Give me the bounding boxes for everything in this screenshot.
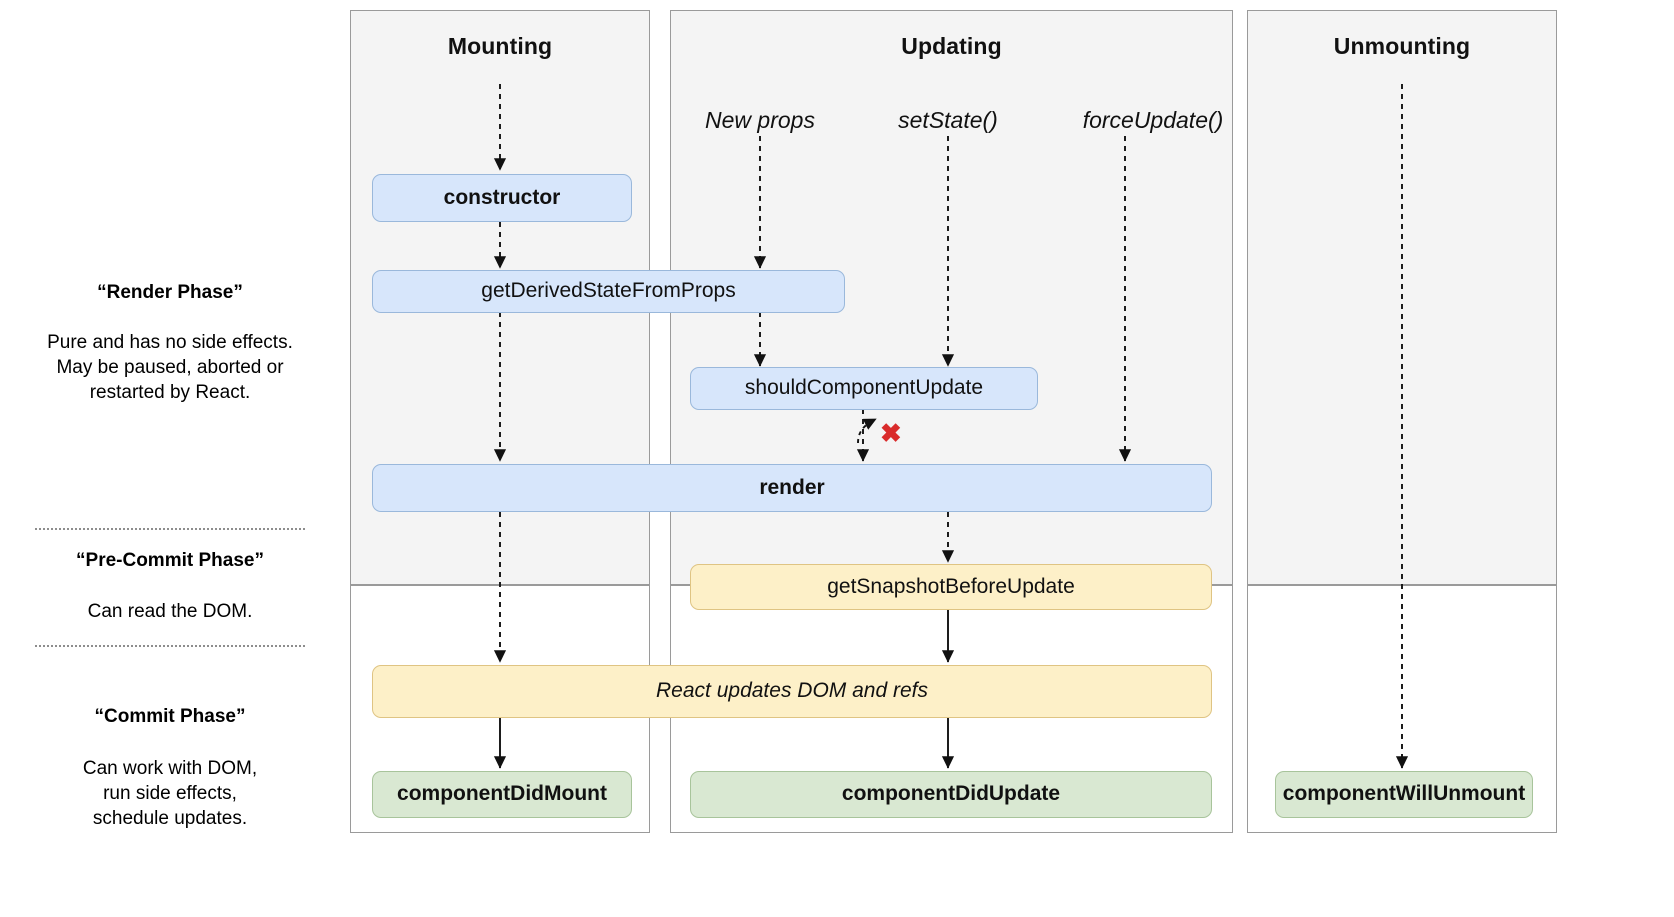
trigger-label-new-props: New props xyxy=(705,107,815,133)
phase-title-pre-commit: “Pre-Commit Phase” xyxy=(76,550,264,571)
phase-description-pre-commit: Can read the DOM. xyxy=(87,601,253,622)
node-component-did-mount[interactable]: componentDidMount xyxy=(372,771,632,818)
phase-description-render: Pure and has no side effects. May be pau… xyxy=(47,332,293,403)
column-title-updating: Updating xyxy=(901,33,1002,59)
node-get-snapshot-before-update[interactable]: getSnapshotBeforeUpdate xyxy=(690,564,1212,610)
node-render[interactable]: render xyxy=(372,464,1212,512)
node-react-updates-dom-and-refs[interactable]: React updates DOM and refs xyxy=(372,665,1212,718)
column-title-mounting: Mounting xyxy=(447,33,553,59)
node-get-derived-state-from-props[interactable]: getDerivedStateFromProps xyxy=(372,270,845,313)
phase-title-render: “Render Phase” xyxy=(97,282,243,303)
node-constructor[interactable]: constructor xyxy=(372,174,632,222)
panel-unmounting-render xyxy=(1247,10,1557,585)
phase-divider-render-precommit xyxy=(35,528,305,530)
column-title-unmounting: Unmounting xyxy=(1333,33,1471,59)
phase-description-commit: Can work with DOM, run side effects, sch… xyxy=(82,758,258,829)
trigger-label-set-state: setState() xyxy=(898,107,998,133)
node-component-will-unmount[interactable]: componentWillUnmount xyxy=(1275,771,1533,818)
should-component-update-false-icon: ✖ xyxy=(880,418,902,448)
node-component-did-update[interactable]: componentDidUpdate xyxy=(690,771,1212,818)
node-should-component-update[interactable]: shouldComponentUpdate xyxy=(690,367,1038,410)
phase-title-commit: “Commit Phase” xyxy=(94,706,246,727)
phase-divider-precommit-commit xyxy=(35,645,305,647)
trigger-label-force-update: forceUpdate() xyxy=(1082,107,1224,133)
